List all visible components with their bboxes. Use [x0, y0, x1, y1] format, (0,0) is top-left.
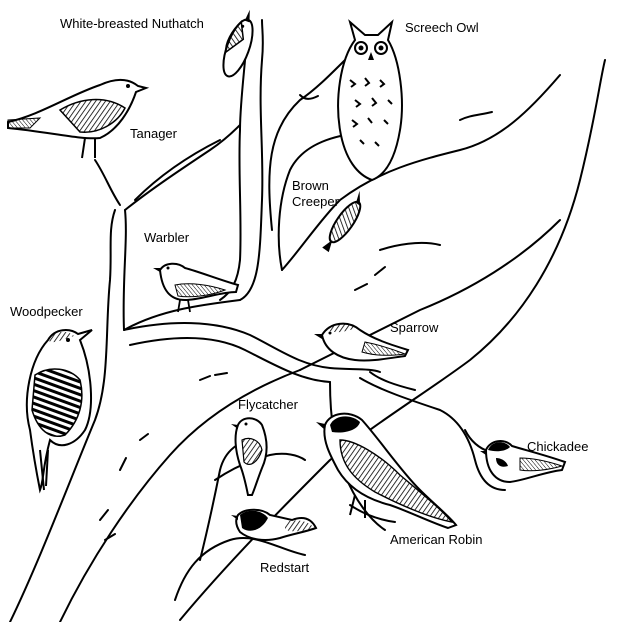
- bird-redstart: [231, 508, 318, 541]
- label-woodpecker: Woodpecker: [10, 304, 83, 319]
- bird-screech-owl: [337, 19, 403, 182]
- bird-chickadee: [480, 440, 567, 484]
- label-white-breasted-nuthatch: White-breasted Nuthatch: [60, 16, 204, 31]
- bird-sparrow: [314, 322, 410, 362]
- bird-tanager: [7, 78, 150, 159]
- bird-woodpecker: [25, 329, 93, 494]
- bird-flycatcher: [231, 417, 268, 496]
- label-flycatcher: Flycatcher: [238, 397, 298, 412]
- bird-brown-creeper: [322, 190, 362, 253]
- bird-american-robin: [316, 412, 458, 530]
- label-tanager: Tanager: [130, 126, 177, 141]
- label-american-robin: American Robin: [390, 532, 483, 547]
- label-redstart: Redstart: [260, 560, 310, 575]
- label-screech-owl: Screech Owl: [405, 20, 479, 35]
- bird-warbler: [153, 262, 240, 313]
- tree: [9, 19, 606, 623]
- label-warbler: Warbler: [144, 230, 190, 245]
- label-chickadee: Chickadee: [527, 439, 589, 454]
- label-sparrow: Sparrow: [390, 320, 439, 335]
- label-brown-creeper: Brown Creeper: [292, 178, 339, 209]
- bird-nuthatch: [222, 9, 254, 78]
